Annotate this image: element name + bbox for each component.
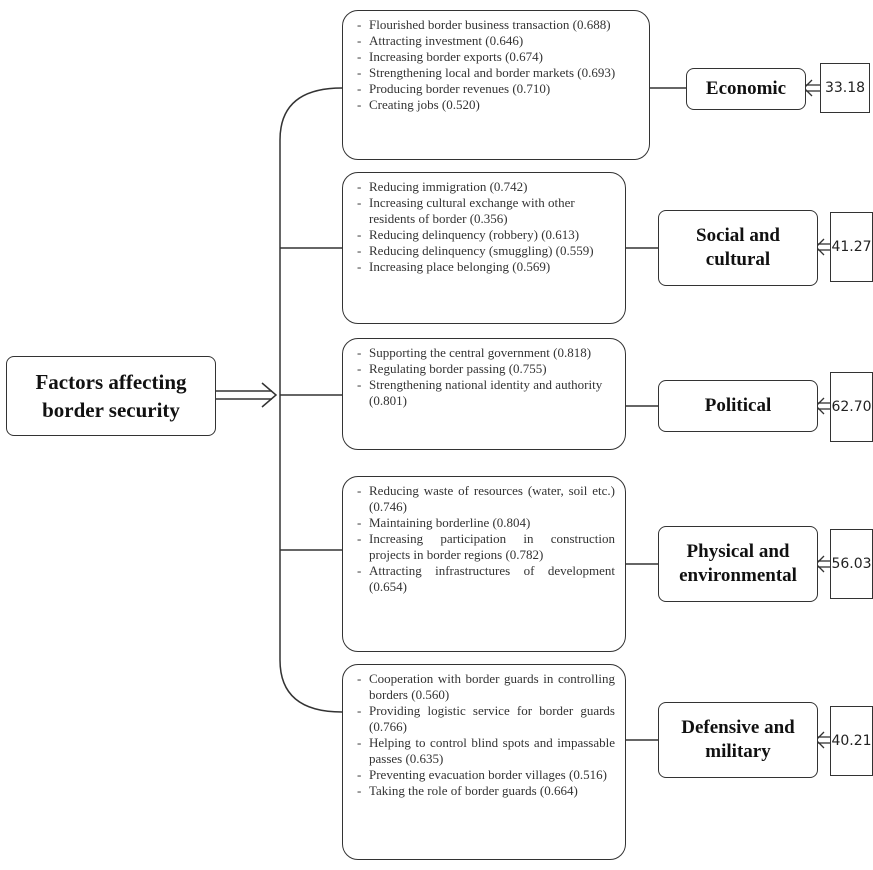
list-item: Supporting the central government (0.818… (357, 345, 615, 361)
list-item: Regulating border passing (0.755) (357, 361, 615, 377)
list-item: Strengthening national identity and auth… (357, 377, 615, 409)
score-arrow-social (815, 238, 830, 256)
social-items-list: Reducing immigration (0.742) Increasing … (357, 179, 615, 275)
root-title-line2: border security (42, 398, 180, 422)
category-social-cultural: Social and cultural (658, 210, 818, 286)
physical-items-box: Reducing waste of resources (water, soil… (342, 476, 626, 652)
list-item: Reducing waste of resources (water, soil… (357, 483, 615, 515)
list-item: Maintaining borderline (0.804) (357, 515, 615, 531)
root-title-line1: Factors affecting (35, 370, 187, 394)
category-economic: Economic (686, 68, 806, 110)
list-item: Attracting investment (0.646) (357, 33, 639, 49)
political-items-list: Supporting the central government (0.818… (357, 345, 615, 409)
list-item: Taking the role of border guards (0.664) (357, 783, 615, 799)
defensive-items-box: Cooperation with border guards in contro… (342, 664, 626, 860)
list-item: Increasing participation in construction… (357, 531, 615, 563)
list-item: Producing border revenues (0.710) (357, 81, 639, 97)
political-items-box: Supporting the central government (0.818… (342, 338, 626, 450)
score-political: 62.70 (830, 372, 873, 442)
list-item: Preventing evacuation border villages (0… (357, 767, 615, 783)
score-arrow-defensive (815, 731, 830, 749)
list-item: Strengthening local and border markets (… (357, 65, 639, 81)
category-defensive-military: Defensive and military (658, 702, 818, 778)
list-item: Increasing cultural exchange with other … (357, 195, 615, 227)
root-arrow-head (261, 382, 278, 408)
category-political: Political (658, 380, 818, 432)
root-node: Factors affecting border security (6, 356, 216, 436)
list-item: Flourished border business transaction (… (357, 17, 639, 33)
social-items-box: Reducing immigration (0.742) Increasing … (342, 172, 626, 324)
list-item: Increasing place belonging (0.569) (357, 259, 615, 275)
list-item: Reducing delinquency (smuggling) (0.559) (357, 243, 615, 259)
score-arrow-economic (803, 79, 820, 97)
physical-items-list: Reducing waste of resources (water, soil… (357, 483, 615, 595)
list-item: Creating jobs (0.520) (357, 97, 639, 113)
score-social-cultural: 41.27 (830, 212, 873, 282)
list-item: Reducing delinquency (robbery) (0.613) (357, 227, 615, 243)
list-item: Attracting infrastructures of developmen… (357, 563, 615, 595)
list-item: Providing logistic service for border gu… (357, 703, 615, 735)
category-physical-environmental: Physical and environmental (658, 526, 818, 602)
list-item: Helping to control blind spots and impas… (357, 735, 615, 767)
economic-items-box: Flourished border business transaction (… (342, 10, 650, 160)
list-item: Increasing border exports (0.674) (357, 49, 639, 65)
score-economic: 33.18 (820, 63, 870, 113)
list-item: Cooperation with border guards in contro… (357, 671, 615, 703)
score-arrow-political (815, 397, 830, 415)
score-physical-environmental: 56.03 (830, 529, 873, 599)
list-item: Reducing immigration (0.742) (357, 179, 615, 195)
score-arrow-physical (815, 555, 830, 573)
defensive-items-list: Cooperation with border guards in contro… (357, 671, 615, 799)
bracket-spine (279, 87, 343, 713)
economic-items-list: Flourished border business transaction (… (357, 17, 639, 113)
score-defensive-military: 40.21 (830, 706, 873, 776)
